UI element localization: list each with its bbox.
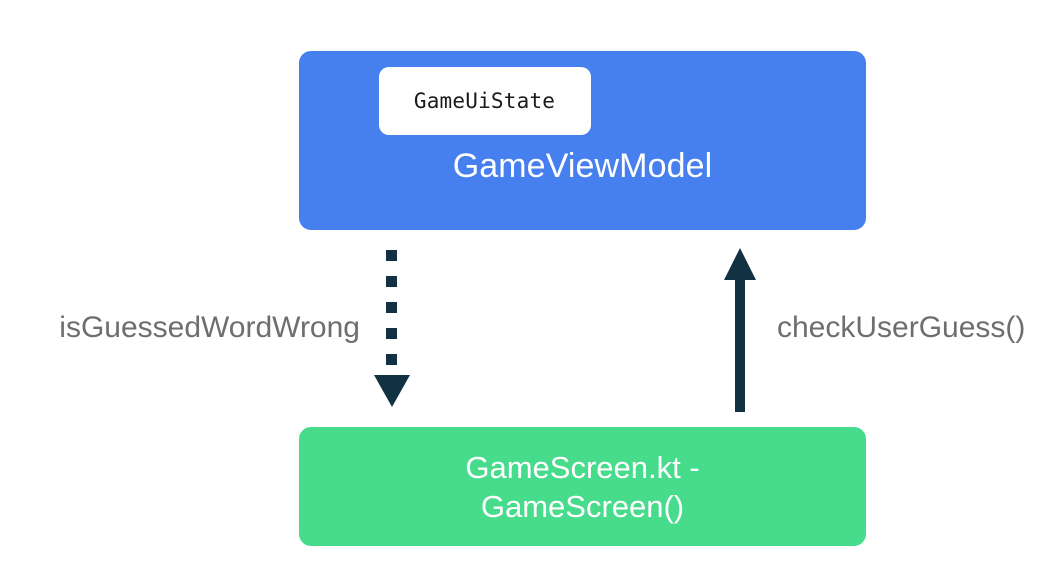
edge-label-check-user-guess: checkUserGuess() xyxy=(777,311,1026,344)
node-game-screen-title: GameScreen.kt - GameScreen() xyxy=(465,449,700,524)
dotted-down-arrow-icon xyxy=(374,250,410,407)
solid-up-arrow-icon xyxy=(724,248,756,412)
node-game-view-model[interactable]: GameUiState GameViewModel xyxy=(299,51,866,230)
node-game-screen[interactable]: GameScreen.kt - GameScreen() xyxy=(299,427,866,546)
game-ui-state-chip[interactable]: GameUiState xyxy=(378,67,591,135)
edge-label-is-guessed-word-wrong: isGuessedWordWrong xyxy=(59,311,360,344)
node-game-view-model-title: GameViewModel xyxy=(452,147,713,185)
game-ui-state-label: GameUiState xyxy=(413,89,556,113)
